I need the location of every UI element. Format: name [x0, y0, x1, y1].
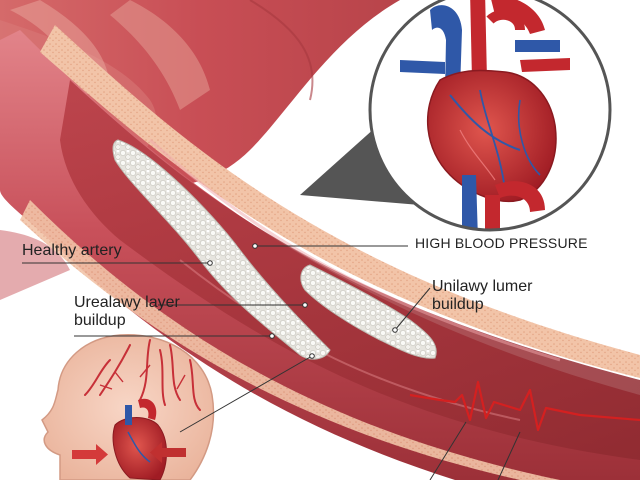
- label-lumen-buildup: Unilawy lumer buildup: [432, 278, 533, 313]
- arrow-left-icon: [150, 442, 186, 463]
- label-high-blood-pressure: HIGH BLOOD PRESSURE: [415, 235, 588, 251]
- head-profile-icon: [41, 334, 215, 480]
- pointer-lines: [22, 243, 521, 480]
- pointer-pulse-1: [429, 421, 467, 480]
- pointer-lumen-buildup: [394, 287, 431, 331]
- plaque-deposits: [112, 139, 437, 360]
- pulse-trace: [409, 380, 640, 432]
- label-healthy-artery: Healthy artery: [22, 242, 122, 259]
- pointer-pulse-2: [497, 431, 521, 480]
- pointer-head: [179, 355, 313, 433]
- label-layer-buildup: Urealawy layer buildup: [74, 294, 180, 329]
- heart-inset: [300, 0, 612, 232]
- arrow-right-icon: [72, 444, 108, 465]
